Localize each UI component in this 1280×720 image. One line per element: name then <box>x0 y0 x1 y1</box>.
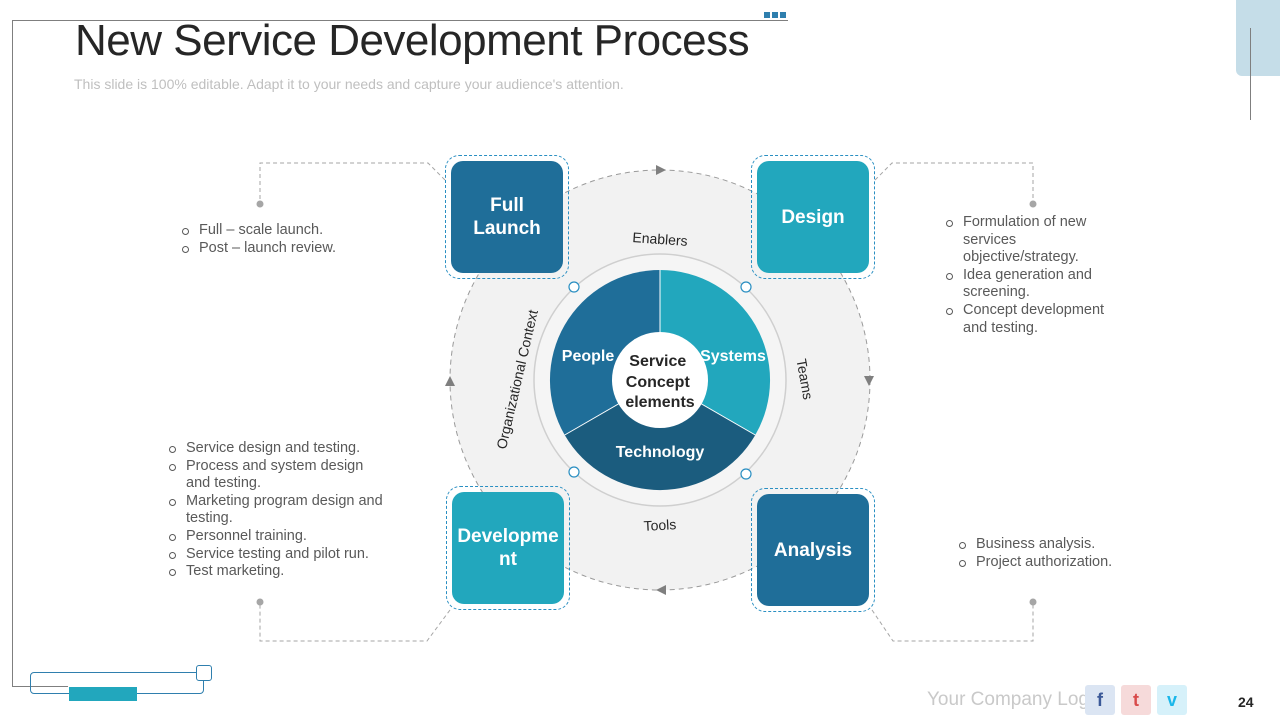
center-label: Service Concept elements <box>625 353 694 411</box>
full-launch-details: Full – scale launch.Post – launch review… <box>181 222 381 257</box>
corner-line <box>1250 28 1251 120</box>
segment-label-systems: Systems <box>700 348 766 365</box>
leader-line-full-launch <box>259 162 446 204</box>
detail-bullet: Process and system design and testing. <box>168 458 383 493</box>
leader-line-development <box>259 602 451 642</box>
twitter-icon[interactable]: t <box>1121 685 1151 715</box>
ring-label-enablers: Enablers <box>632 229 688 249</box>
vimeo-icon[interactable]: v <box>1157 685 1187 715</box>
leader-dot <box>256 200 264 208</box>
frame-bottom-line <box>12 686 68 687</box>
stage-development: Developme nt <box>452 492 564 604</box>
bottom-small-square <box>196 665 212 681</box>
center-label-line: elements <box>625 394 694 411</box>
leader-dot <box>1029 200 1037 208</box>
detail-bullet: Full – scale launch. <box>181 222 381 240</box>
stage-analysis: Analysis <box>757 494 869 606</box>
connector-dot <box>568 281 580 293</box>
stage-full-launch: Full Launch <box>451 161 563 273</box>
detail-bullet: Formulation of new services objective/st… <box>945 214 1115 267</box>
company-logo-text: Your Company Logo <box>927 689 1100 710</box>
ring-arrow-top <box>656 165 666 175</box>
connector-dot <box>740 281 752 293</box>
stage-design: Design <box>757 161 869 273</box>
detail-bullet: Personnel training. <box>168 528 383 546</box>
center-label-line: Service <box>629 353 686 370</box>
leader-dot <box>256 598 264 606</box>
detail-bullet: Marketing program design and testing. <box>168 493 383 528</box>
analysis-details: Business analysis.Project authorization. <box>958 536 1138 571</box>
detail-bullet: Test marketing. <box>168 563 383 581</box>
development-outline <box>446 486 570 610</box>
design-details: Formulation of new services objective/st… <box>945 214 1115 337</box>
segment-label-people: People <box>562 348 615 365</box>
detail-bullet: Concept development and testing. <box>945 302 1115 337</box>
segment-label-technology: Technology <box>616 444 705 461</box>
detail-bullet: Post – launch review. <box>181 240 381 258</box>
detail-bullet: Business analysis. <box>958 536 1138 554</box>
bottom-accent-bar <box>69 687 137 701</box>
detail-bullet: Service design and testing. <box>168 440 383 458</box>
full-launch-outline <box>445 155 569 279</box>
ring-arrow-bottom <box>656 585 666 595</box>
detail-bullet: Idea generation and screening. <box>945 267 1115 302</box>
development-details: Service design and testing.Process and s… <box>168 440 383 581</box>
detail-bullet: Project authorization. <box>958 554 1138 572</box>
leader-line-analysis <box>871 602 1034 642</box>
page-subtitle: This slide is 100% editable. Adapt it to… <box>74 76 624 92</box>
connector-dot <box>740 468 752 480</box>
facebook-icon[interactable]: f <box>1085 685 1115 715</box>
design-outline <box>751 155 875 279</box>
leader-dot <box>1029 598 1037 606</box>
connector-dot <box>568 466 580 478</box>
detail-bullet: Service testing and pilot run. <box>168 546 383 564</box>
page-number: 24 <box>1238 694 1254 710</box>
center-circle <box>612 332 708 428</box>
page-title: New Service Development Process <box>75 16 750 65</box>
center-label-line: Concept <box>626 374 691 391</box>
corner-tab <box>1236 0 1280 76</box>
ring-arrow-left <box>445 376 455 386</box>
corner-dots <box>764 12 786 18</box>
frame-left-line <box>12 20 13 686</box>
leader-line-design <box>874 162 1034 204</box>
analysis-outline <box>751 488 875 612</box>
frame-top-line <box>12 20 788 21</box>
ring-arrow-right <box>864 376 874 386</box>
ring-label-tools: Tools <box>643 516 676 534</box>
ring-label-teams: Teams <box>793 357 816 400</box>
